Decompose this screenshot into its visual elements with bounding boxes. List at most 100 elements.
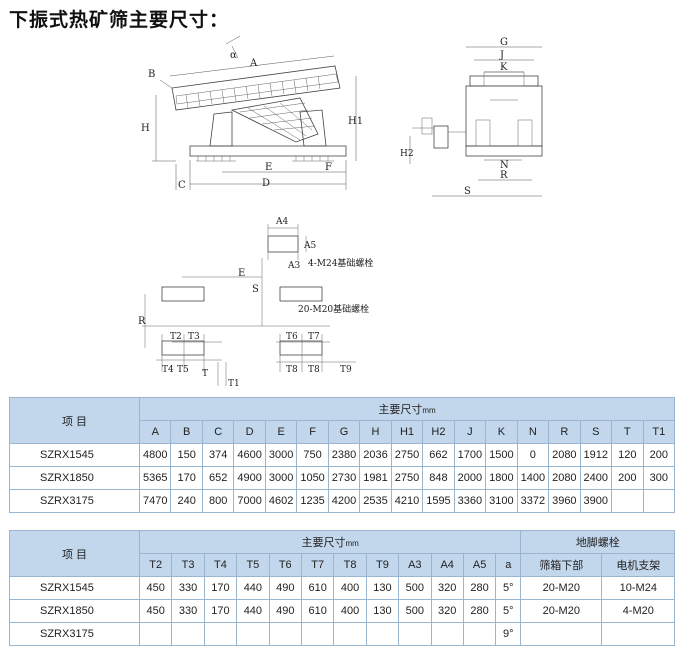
value-cell: 170 bbox=[203, 599, 238, 623]
table2-group-header: 主要尺寸mm bbox=[138, 530, 522, 554]
dim-label-f: F bbox=[325, 162, 332, 173]
table2-col-header: T7 bbox=[300, 553, 335, 577]
model-cell: SZRX1545 bbox=[9, 443, 140, 467]
table1-col-header: T bbox=[611, 420, 644, 444]
foundation-plan: A4 A5 A3 4-M24基础螺栓 E S 20-M20基础螺栓 R T2 T… bbox=[138, 217, 373, 389]
dim-label-s: S bbox=[464, 186, 471, 197]
value-cell: 4200 bbox=[327, 489, 361, 513]
value-cell: 7470 bbox=[138, 489, 172, 513]
table1-col-header: J bbox=[453, 420, 487, 444]
value-cell: 1981 bbox=[359, 466, 392, 490]
bolt-cell: 20-M20 bbox=[520, 576, 603, 600]
table2-col-header: A3 bbox=[398, 553, 432, 577]
model-cell: SZRX3175 bbox=[9, 622, 140, 646]
dim-label-a4: A4 bbox=[275, 217, 288, 227]
table2-col-header: T9 bbox=[365, 553, 400, 577]
value-cell: 4900 bbox=[233, 466, 266, 490]
dim-label-d: D bbox=[262, 178, 270, 189]
value-cell: 130 bbox=[365, 576, 400, 600]
table1-item-header: 项 目 bbox=[9, 397, 140, 444]
value-cell bbox=[365, 622, 400, 646]
value-cell: 610 bbox=[300, 599, 335, 623]
value-cell: 200 bbox=[611, 466, 644, 490]
bolt-cell bbox=[520, 622, 603, 646]
value-cell: 610 bbox=[300, 576, 335, 600]
value-cell: 800 bbox=[201, 489, 235, 513]
value-cell: 320 bbox=[430, 576, 464, 600]
table1-col-header: C bbox=[201, 420, 235, 444]
value-cell: 5° bbox=[495, 599, 522, 623]
value-cell: 170 bbox=[203, 576, 238, 600]
table1-col-header: G bbox=[327, 420, 361, 444]
value-cell bbox=[333, 622, 367, 646]
dim-label-t8b: T8 bbox=[308, 365, 320, 375]
value-cell: 7000 bbox=[233, 489, 266, 513]
table2-col-header: T4 bbox=[203, 553, 238, 577]
table1-col-header: K bbox=[485, 420, 518, 444]
dim-label-j: J bbox=[499, 50, 504, 61]
table1-col-header: R bbox=[548, 420, 581, 444]
bolt-cell bbox=[601, 622, 676, 646]
value-cell: 440 bbox=[236, 599, 270, 623]
value-cell: 2730 bbox=[327, 466, 361, 490]
value-cell: 3360 bbox=[453, 489, 487, 513]
dim-label-t8a: T8 bbox=[286, 365, 298, 375]
dim-label-t5: T5 bbox=[177, 365, 189, 375]
table2-item-header: 项 目 bbox=[9, 530, 140, 577]
value-cell: 2036 bbox=[359, 443, 392, 467]
value-cell: 280 bbox=[462, 576, 497, 600]
model-cell: SZRX1850 bbox=[9, 466, 140, 490]
dim-label-h: H bbox=[141, 123, 150, 134]
dim-label-t1: T1 bbox=[228, 379, 240, 389]
table1-group-header: 主要尺寸mm bbox=[138, 397, 676, 421]
dim-label-s2: S bbox=[252, 284, 259, 295]
table1-col-header: A bbox=[138, 420, 172, 444]
value-cell: 2080 bbox=[548, 466, 581, 490]
value-cell: 500 bbox=[398, 599, 432, 623]
side-view: A B H H1 C D E F α bbox=[141, 35, 363, 191]
model-cell: SZRX1545 bbox=[9, 576, 140, 600]
end-view: G J K H2 N R S bbox=[400, 37, 543, 197]
model-cell: SZRX3175 bbox=[9, 489, 140, 513]
value-cell: 300 bbox=[642, 466, 676, 490]
dim-label-a3: A3 bbox=[287, 261, 300, 271]
value-cell bbox=[430, 622, 464, 646]
table1-col-header: H1 bbox=[390, 420, 424, 444]
dim-label-n: N bbox=[500, 160, 509, 171]
dim-label-a5: A5 bbox=[303, 241, 316, 251]
dim-label-e: E bbox=[265, 162, 272, 173]
value-cell: 2750 bbox=[390, 443, 424, 467]
value-cell: 150 bbox=[170, 443, 203, 467]
value-cell: 4602 bbox=[264, 489, 298, 513]
value-cell: 4210 bbox=[390, 489, 424, 513]
value-cell: 240 bbox=[170, 489, 203, 513]
bolt-cell: 4-M20 bbox=[601, 599, 676, 623]
table2-bolt-col-header: 筛箱下部 bbox=[520, 553, 603, 577]
value-cell: 1400 bbox=[516, 466, 550, 490]
value-cell: 440 bbox=[236, 576, 270, 600]
table2-col-header: T8 bbox=[333, 553, 367, 577]
value-cell bbox=[203, 622, 238, 646]
value-cell: 400 bbox=[333, 599, 367, 623]
table1-col-header: S bbox=[579, 420, 613, 444]
value-cell: 750 bbox=[296, 443, 329, 467]
dim-label-c: C bbox=[178, 180, 186, 191]
value-cell: 500 bbox=[398, 576, 432, 600]
table1-col-header: H bbox=[359, 420, 392, 444]
value-cell: 490 bbox=[268, 576, 302, 600]
table1-col-header: B bbox=[170, 420, 203, 444]
value-cell: 0 bbox=[516, 443, 550, 467]
table1-col-header: T1 bbox=[642, 420, 676, 444]
value-cell bbox=[300, 622, 335, 646]
table2-col-header: A5 bbox=[462, 553, 497, 577]
value-cell: 2080 bbox=[548, 443, 581, 467]
dim-label-t4: T4 bbox=[162, 365, 174, 375]
value-cell bbox=[398, 622, 432, 646]
value-cell: 170 bbox=[170, 466, 203, 490]
